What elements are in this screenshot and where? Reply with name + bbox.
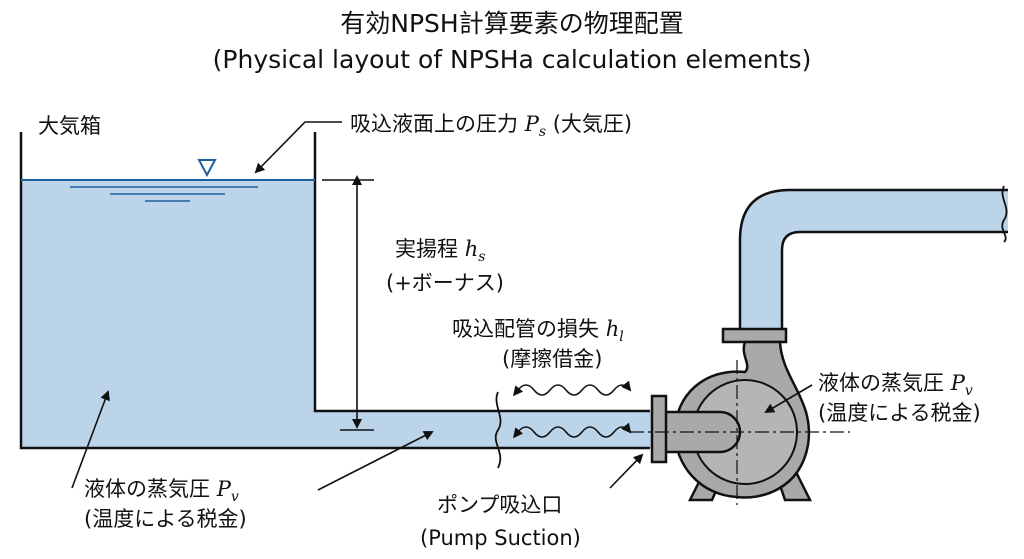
- discharge-pipe: [721, 185, 1008, 344]
- discharge-flange: [721, 327, 788, 344]
- leader-surface-pressure: [254, 121, 342, 174]
- static-head-label: 実揚程 hs: [395, 237, 485, 265]
- diagram-subtitle: (Physical layout of NPSHa calculation el…: [213, 45, 812, 74]
- leader-vapor-tank: [71, 390, 110, 489]
- pipe-break-mark: [494, 391, 502, 469]
- pipe-loss-label: 吸込配管の損失 hl: [452, 317, 624, 345]
- leader-vapor-pipe: [317, 431, 434, 491]
- vapor-pressure-tank-label: 液体の蒸気圧 Pv: [84, 477, 239, 505]
- vapor-pressure-tank-note: (温度による税金): [84, 507, 247, 531]
- surface-pressure-label: 吸込液面上の圧力 Ps (大気圧): [350, 112, 632, 140]
- tank-water: [21, 180, 315, 448]
- diagram-title: 有効NPSH計算要素の物理配置: [340, 9, 683, 38]
- friction-loss-arrows: [512, 380, 632, 439]
- pipe-loss-note: (摩擦借金): [502, 347, 602, 371]
- tank-wall-left-bottom: [19, 132, 650, 450]
- pump: [630, 340, 850, 505]
- tank-wall-right-pipe-top: [313, 132, 650, 413]
- leader-pump-suction: [609, 453, 644, 489]
- surface-lines: [70, 186, 258, 202]
- suction-flange: [650, 394, 668, 464]
- tank-label: 大気箱: [38, 114, 101, 138]
- vapor-pressure-pump-note: (温度による税金): [818, 401, 981, 425]
- pump-suction-note: (Pump Suction): [420, 526, 581, 550]
- center-lines: [630, 360, 850, 505]
- water-level-triangle-icon: [197, 159, 217, 178]
- static-head-note: (+ボーナス): [386, 271, 504, 295]
- pump-suction-label: ポンプ吸込口: [437, 493, 562, 517]
- static-head-dimension: [322, 175, 374, 431]
- leader-vapor-pump: [764, 384, 813, 414]
- vapor-pressure-pump-label: 液体の蒸気圧 Pv: [818, 371, 973, 399]
